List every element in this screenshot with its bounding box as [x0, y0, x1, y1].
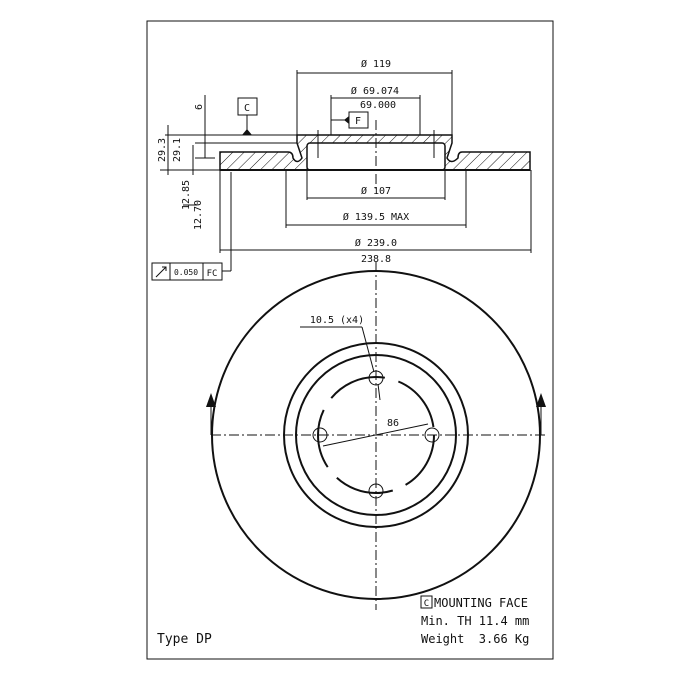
- dim-height-min: 29.1: [172, 138, 183, 162]
- dim-hat-step: 6: [194, 104, 205, 110]
- mounting-face-symbol: C: [424, 599, 429, 609]
- bolt-hole: [424, 427, 440, 443]
- section-arrow-left-icon: [206, 393, 216, 407]
- mounting-face-note: MOUNTING FACE: [434, 596, 528, 610]
- dim-thickness-min: 12.70: [193, 200, 204, 230]
- section-arrow-right-icon: [536, 393, 546, 407]
- dim-height-max: 29.3: [157, 138, 168, 162]
- dim-hat-diameter: Ø 119: [361, 58, 391, 70]
- svg-text:C: C: [244, 103, 250, 114]
- drawing-frame: [146, 20, 554, 660]
- bolt-hole: [312, 427, 328, 443]
- front-view: 10.5 (x4) 86: [206, 262, 546, 610]
- cross-section: [219, 120, 531, 190]
- dim-pcd: 86: [387, 418, 399, 429]
- bolt-hole: [368, 370, 384, 386]
- tolerance-value: 0.050: [174, 268, 198, 277]
- weight-note: Weight 3.66 Kg: [421, 632, 529, 646]
- min-thickness-note: Min. TH 11.4 mm: [421, 614, 529, 628]
- dimension-texts: Ø 119 Ø 69.074 69.000 Ø 107 Ø 139.5 MAX …: [157, 58, 409, 265]
- dim-inner-diameter: Ø 107: [361, 185, 391, 197]
- dim-bore-max: Ø 69.074: [351, 85, 399, 97]
- dim-bolt-holes: 10.5 (x4): [310, 315, 364, 326]
- bolt-hole: [368, 483, 384, 499]
- dim-outer-max: Ø 239.0: [355, 237, 397, 249]
- runout-tolerance-frame: 0.050 FC: [151, 262, 223, 281]
- svg-text:F: F: [355, 116, 361, 127]
- datum-c: C: [237, 97, 258, 116]
- type-label: Type DP: [157, 632, 212, 647]
- dim-thickness-max: 12.85: [181, 180, 192, 210]
- tolerance-ref: FC: [207, 269, 218, 279]
- dim-outer-min: 238.8: [361, 254, 391, 265]
- datum-f: F: [348, 111, 369, 129]
- dim-contact-diameter: Ø 139.5 MAX: [343, 211, 409, 223]
- notes-block: C MOUNTING FACE Min. TH 11.4 mm Weight 3…: [157, 595, 529, 647]
- dim-bore-min: 69.000: [360, 100, 396, 111]
- runout-icon: [155, 266, 167, 278]
- dimension-lines: [160, 70, 532, 272]
